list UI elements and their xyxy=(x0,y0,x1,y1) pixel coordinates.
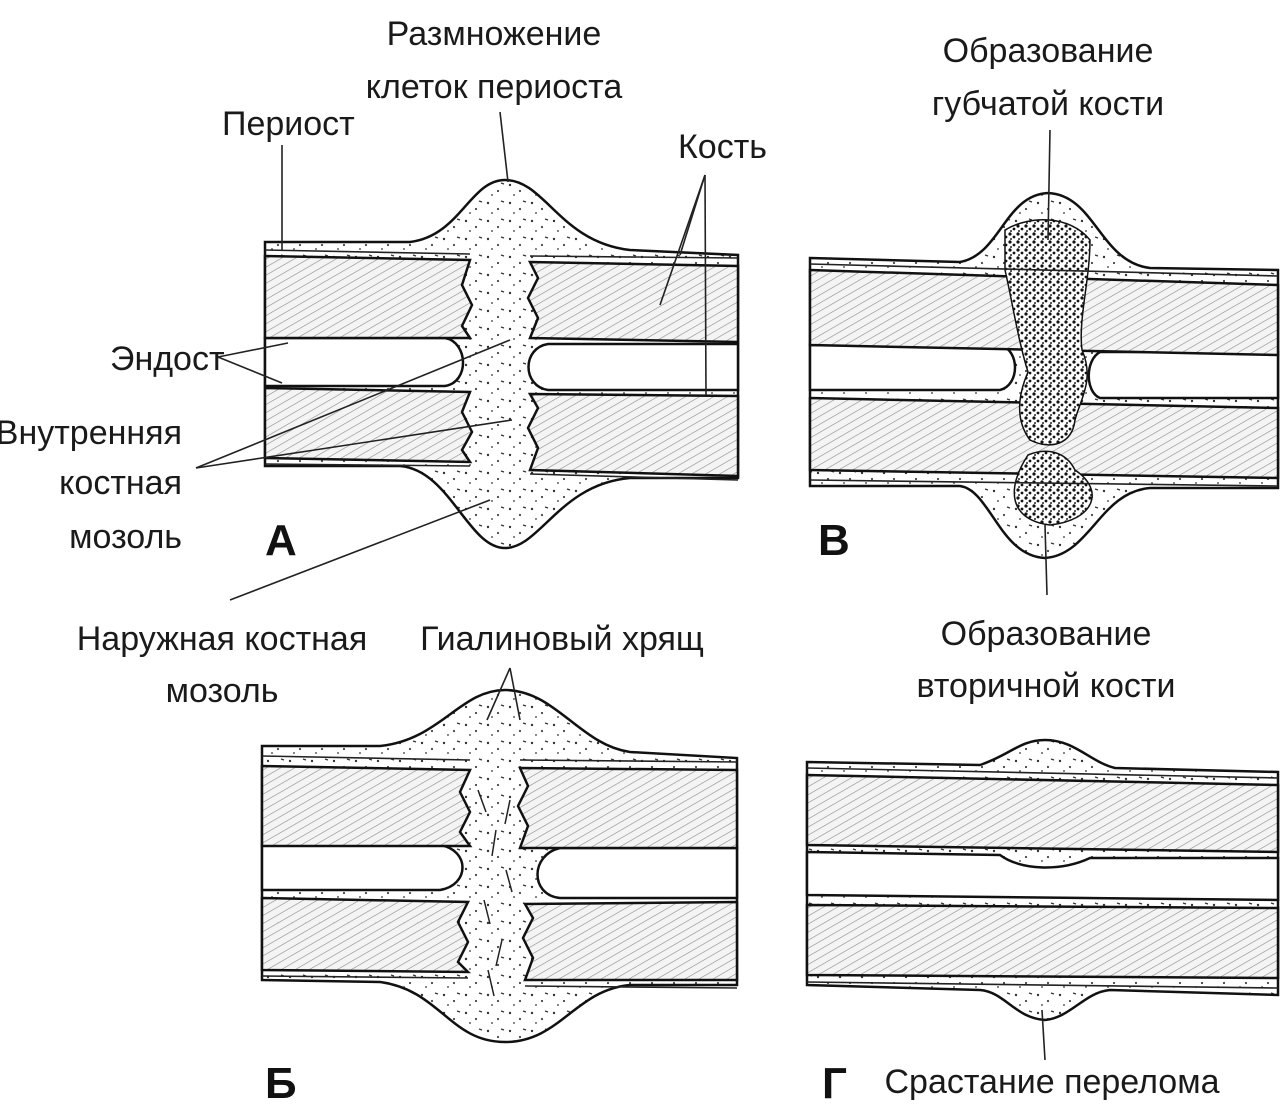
label-bone: Кость xyxy=(678,128,767,166)
panel-g-letter: Г xyxy=(822,1059,847,1106)
panel-b-cortex-lower-left xyxy=(262,898,468,972)
panel-a-cortex-lower-right xyxy=(528,394,738,476)
label-secondary-1: Образование xyxy=(941,615,1152,653)
panel-g-cortex-lower xyxy=(807,905,1278,978)
panel-b-cortex-upper-left xyxy=(262,766,470,846)
label-inner-callus-1: Внутренняя xyxy=(0,414,182,452)
label-periost: Периост xyxy=(222,105,355,143)
panel-b-cortex-upper-right xyxy=(518,768,737,848)
panel-a-medulla xyxy=(265,338,463,386)
label-proliferation-1: Размножение xyxy=(387,15,602,53)
label-fusion: Срастание перелома xyxy=(884,1063,1219,1101)
label-hyaline: Гиалиновый хрящ xyxy=(420,620,704,658)
panel-a-cortex-upper-left xyxy=(265,256,472,338)
panel-a: А xyxy=(265,180,738,565)
label-proliferation-2: клеток периоста xyxy=(366,68,623,106)
panel-v: В xyxy=(810,193,1278,565)
label-outer-callus-2: мозоль xyxy=(166,672,279,710)
label-inner-callus-2: костная xyxy=(59,464,182,502)
panel-b-letter: Б xyxy=(265,1059,297,1106)
label-inner-callus-3: мозоль xyxy=(69,518,182,556)
panel-g-cortex-upper xyxy=(807,775,1278,852)
panel-a-cortex-lower-left xyxy=(265,388,472,462)
label-outer-callus-1: Наружная костная xyxy=(77,620,368,658)
label-secondary-2: вторичной кости xyxy=(917,667,1176,705)
panel-a-letter: А xyxy=(265,516,297,565)
label-endost: Эндост xyxy=(110,340,225,378)
panel-b-cortex-lower-right xyxy=(523,902,737,980)
label-spongy-2: губчатой кости xyxy=(932,85,1164,123)
label-spongy-1: Образование xyxy=(943,32,1154,70)
panel-b: Б xyxy=(262,690,737,1106)
panel-v-letter: В xyxy=(818,516,850,565)
panel-g: Г xyxy=(807,740,1278,1106)
